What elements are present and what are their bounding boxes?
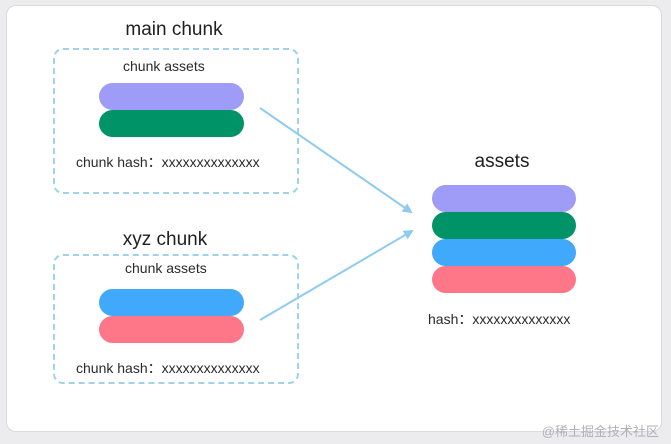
watermark: @稀土掘金技术社区 [541, 424, 659, 439]
xyz-chunk-asset-bar-1 [99, 289, 244, 316]
main-chunk-asset-bar-2 [99, 110, 244, 137]
assets-bar-4 [432, 266, 576, 293]
xyz-chunk-assets-label: chunk assets [125, 260, 207, 276]
assets-hash-label: hash：xxxxxxxxxxxxxx [428, 311, 571, 327]
xyz-chunk-hash-label: chunk hash：xxxxxxxxxxxxxx [76, 360, 260, 376]
xyz-chunk-asset-bar-2 [99, 316, 244, 343]
assets-bar-2 [432, 212, 576, 239]
main-chunk-hash-label: chunk hash：xxxxxxxxxxxxxx [76, 154, 260, 170]
assets-title: assets [474, 151, 530, 172]
main-chunk-box: chunk assets chunk hash：xxxxxxxxxxxxxx [53, 48, 299, 194]
xyz-chunk-title: xyz chunk [122, 229, 208, 250]
diagram-canvas: main chunk chunk assets chunk hash：xxxxx… [6, 5, 662, 432]
assets-bar-1 [432, 185, 576, 212]
main-chunk-title: main chunk [125, 19, 223, 40]
xyz-chunk-box: chunk assets chunk hash：xxxxxxxxxxxxxx [53, 254, 299, 384]
main-chunk-assets-label: chunk assets [123, 58, 205, 74]
assets-bar-3 [432, 239, 576, 266]
main-chunk-asset-bar-1 [99, 83, 244, 110]
